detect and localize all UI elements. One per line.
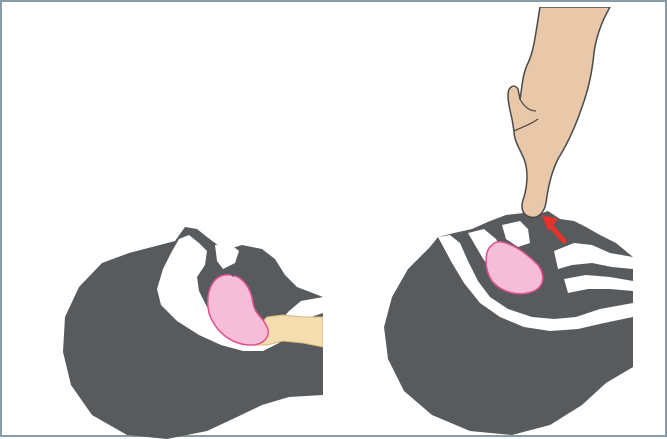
head-tilt-illustration — [378, 7, 633, 439]
panel-airway-obstructed — [57, 217, 323, 439]
panel-head-tilt-chin-lift — [378, 7, 633, 439]
hand-icon — [508, 7, 610, 217]
head-profile-obstructed-illustration — [57, 217, 323, 439]
